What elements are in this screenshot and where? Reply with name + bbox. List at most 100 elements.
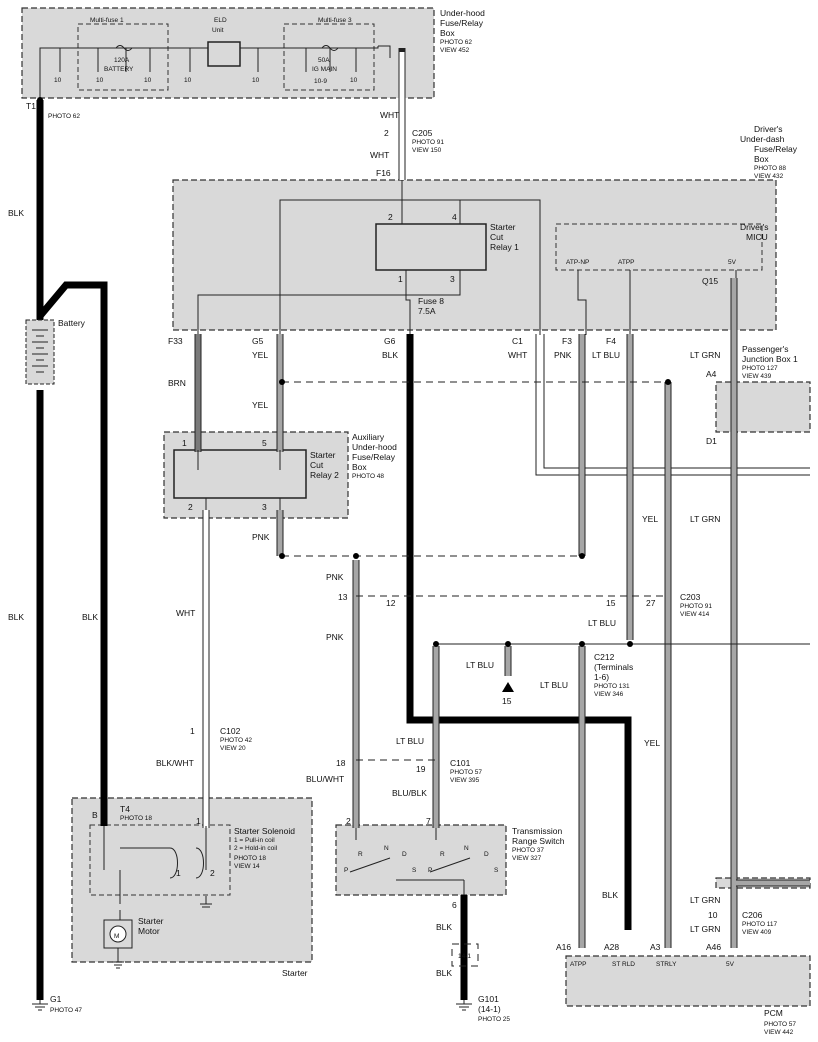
eld-unit bbox=[207, 41, 241, 67]
fuse-igmain-amps: 50A bbox=[318, 57, 330, 64]
c212-view: VIEW 346 bbox=[594, 691, 624, 698]
pin-19: 19 bbox=[416, 764, 426, 774]
wire-blk-label: BLK bbox=[8, 612, 24, 622]
wire-blk-battery-t4 bbox=[37, 281, 108, 826]
wire-ltgrn-label: LT GRN bbox=[690, 924, 720, 934]
wire-ltgrn-label: LT GRN bbox=[690, 350, 720, 360]
wire-ltblu-label: LT BLU bbox=[540, 680, 568, 690]
aux-box-internal bbox=[197, 450, 281, 510]
wire-blk-label: BLK bbox=[382, 350, 398, 360]
junction-dot bbox=[433, 641, 439, 647]
starter-label: Starter bbox=[282, 968, 308, 978]
aux-name-2: Under-hood bbox=[352, 442, 397, 452]
t1-label: T1 bbox=[26, 101, 36, 111]
fuse-battery-name: BATTERY bbox=[104, 66, 134, 73]
driver-micu-box bbox=[555, 223, 763, 271]
wire-bluwht-label: BLU/WHT bbox=[306, 774, 344, 784]
fuse-igmain-pin: 10-9 bbox=[314, 78, 327, 85]
pin-f4: F4 bbox=[606, 336, 616, 346]
underhood-name-3: Box bbox=[440, 28, 455, 38]
wire-blk-label: BLK bbox=[82, 612, 98, 622]
pin-f33: F33 bbox=[168, 336, 183, 346]
c212-name-2: (Terminals bbox=[594, 662, 633, 672]
starter-pin-1: 1 bbox=[196, 816, 201, 826]
driver-box-name-1: Driver's bbox=[754, 124, 783, 134]
driver-box-photo: PHOTO 88 bbox=[754, 165, 786, 172]
trs-n: N bbox=[384, 845, 389, 852]
underhood-name-1: Under-hood bbox=[440, 8, 485, 18]
c203-photo: PHOTO 91 bbox=[680, 603, 712, 610]
ground-g101 bbox=[456, 1000, 472, 1011]
trs-d2: D bbox=[484, 851, 489, 858]
trs-photo: PHOTO 37 bbox=[512, 847, 544, 854]
aux-name-4: Box bbox=[352, 462, 367, 472]
relay2-pin-1: 1 bbox=[182, 438, 187, 448]
pin-6: 6 bbox=[452, 900, 457, 910]
relay2-pin-3: 3 bbox=[262, 502, 267, 512]
wire-yel-label: YEL bbox=[642, 514, 658, 524]
relay1-pin-1: 1 bbox=[398, 274, 403, 284]
c203-name: C203 bbox=[680, 592, 701, 602]
pin-f16: F16 bbox=[376, 168, 391, 178]
pcm-pin-strly: STRLY bbox=[656, 961, 677, 968]
pin-10: 10 bbox=[184, 77, 192, 84]
trs-s2: S bbox=[494, 867, 499, 874]
solenoid-coil1: 1 = Pull-in coil bbox=[234, 837, 275, 844]
underhood-internal-wiring bbox=[39, 41, 391, 100]
wire-ltgrn-label: LT GRN bbox=[690, 895, 720, 905]
c205-name: C205 bbox=[412, 128, 433, 138]
multifuse1-label: Multi-fuse 1 bbox=[90, 17, 124, 24]
junction-dot bbox=[579, 553, 585, 559]
driver-box-name-2: Under-dash bbox=[740, 134, 785, 144]
wire-pnk-label: PNK bbox=[252, 532, 270, 542]
trs-internal bbox=[349, 828, 471, 895]
underhood-photo: PHOTO 62 bbox=[440, 39, 472, 46]
wire-ltblu-label: LT BLU bbox=[592, 350, 620, 360]
trs-pin-2: 2 bbox=[346, 816, 351, 826]
wire-wht-c1 bbox=[535, 334, 810, 476]
pin-a4: A4 bbox=[706, 369, 717, 379]
solenoid-view: VIEW 14 bbox=[234, 863, 260, 870]
ref-14-1: 14-1 bbox=[458, 953, 471, 960]
wire-blkwht-label: BLK/WHT bbox=[156, 758, 194, 768]
wire-yel-label: YEL bbox=[252, 350, 268, 360]
pjb-view: VIEW 439 bbox=[742, 373, 772, 380]
micu-name-2: MICU bbox=[746, 232, 768, 242]
driver-box-view: VIEW 432 bbox=[754, 173, 784, 180]
wire-brn-label: BRN bbox=[168, 378, 186, 388]
wire-ltgrn-label: LT GRN bbox=[690, 514, 720, 524]
c212-photo: PHOTO 131 bbox=[594, 683, 630, 690]
junction-dot bbox=[505, 641, 511, 647]
g101-name-2: (14-1) bbox=[478, 1004, 501, 1014]
c102-pin: 1 bbox=[190, 726, 195, 736]
c206-view: VIEW 409 bbox=[742, 929, 772, 936]
wire-yel-label: YEL bbox=[644, 738, 660, 748]
pin-12: 12 bbox=[386, 598, 396, 608]
junction-dot bbox=[37, 97, 43, 103]
battery-symbol bbox=[25, 319, 55, 385]
c101-view: VIEW 395 bbox=[450, 777, 480, 784]
relay2-name-3: Relay 2 bbox=[310, 470, 339, 480]
c212-name-3: 1-6) bbox=[594, 672, 609, 682]
wire-wht-label: WHT bbox=[176, 608, 195, 618]
t4-photo: PHOTO 18 bbox=[120, 815, 152, 822]
pin-10: 10 bbox=[144, 77, 152, 84]
pin-f3: F3 bbox=[562, 336, 572, 346]
wire-pnk-label: PNK bbox=[326, 572, 344, 582]
trs-r2: R bbox=[440, 851, 445, 858]
junction-dot bbox=[279, 379, 285, 385]
junction-dot bbox=[579, 641, 585, 647]
pin-a28: A28 bbox=[604, 942, 619, 952]
pin-c1: C1 bbox=[512, 336, 523, 346]
wire-blk-label: BLK bbox=[8, 208, 24, 218]
pin-10: 10 bbox=[54, 77, 62, 84]
trs-d: D bbox=[402, 851, 407, 858]
c206-photo: PHOTO 117 bbox=[742, 921, 778, 928]
starter-motor-1: Starter bbox=[138, 916, 164, 926]
pin-a46: A46 bbox=[706, 942, 721, 952]
solenoid-coil2: 2 = Hold-in coil bbox=[234, 845, 278, 852]
pin-10: 10 bbox=[252, 77, 260, 84]
motor-m: M bbox=[114, 933, 119, 940]
relay1-name-1: Starter bbox=[490, 222, 516, 232]
